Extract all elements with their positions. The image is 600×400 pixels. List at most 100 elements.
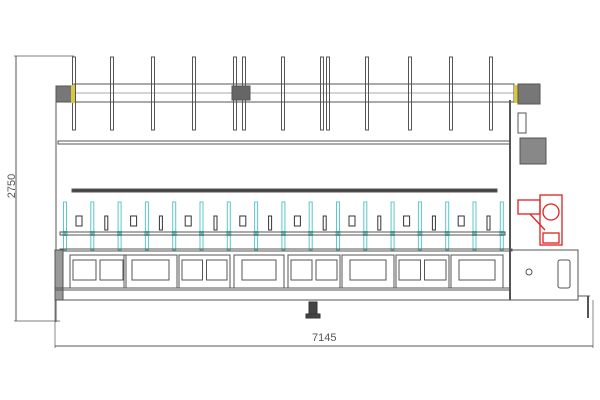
cabinet-door xyxy=(557,259,571,289)
panel-window xyxy=(72,259,97,281)
width-dimension-label: 7145 xyxy=(312,332,337,344)
guide-clamp xyxy=(117,231,123,236)
winding-head xyxy=(377,215,382,231)
panel-window xyxy=(241,259,277,281)
winding-head xyxy=(348,215,356,227)
center-support-foot xyxy=(305,301,321,319)
table-rail xyxy=(59,248,513,252)
right-control-box xyxy=(517,112,527,134)
panel-window xyxy=(131,259,170,281)
left-coupling xyxy=(71,85,75,103)
guide-clamp xyxy=(417,231,423,236)
creel-post xyxy=(449,56,453,131)
main-motor xyxy=(519,137,547,165)
guide-clamp xyxy=(444,231,450,236)
thread-guide xyxy=(281,201,286,251)
guide-clamp xyxy=(499,231,505,236)
width-dimension-line xyxy=(54,300,594,348)
panel-window xyxy=(181,259,203,281)
winding-head xyxy=(213,215,218,231)
guide-clamp xyxy=(308,231,314,236)
thread-guide xyxy=(254,201,259,251)
thread-guide xyxy=(90,201,95,251)
thread-guide xyxy=(308,201,313,251)
winding-heads xyxy=(75,215,491,231)
thread-guide xyxy=(336,201,340,251)
thread-guide xyxy=(390,201,395,251)
panel-window xyxy=(349,259,387,281)
guide-clamp xyxy=(199,231,204,236)
thread-guide xyxy=(144,201,149,251)
thread-guide xyxy=(199,201,204,251)
creel-post xyxy=(365,56,369,131)
creel-post xyxy=(110,56,114,131)
guide-clamp xyxy=(253,231,259,236)
guide-clamp xyxy=(335,231,341,236)
right-control-cabinet xyxy=(509,249,579,301)
thread-guide xyxy=(472,201,477,251)
guide-clamp xyxy=(226,231,232,236)
guide-clamp xyxy=(280,231,286,236)
thread-guide xyxy=(63,201,67,251)
winding-head xyxy=(75,215,83,227)
creel-post xyxy=(281,56,285,131)
creel-post xyxy=(320,56,324,131)
upper-rail xyxy=(57,140,511,145)
thread-guide xyxy=(445,201,450,251)
thread-guide xyxy=(363,201,368,251)
thread-guide xyxy=(499,201,504,251)
winding-head xyxy=(293,215,301,227)
panel-window xyxy=(458,259,496,281)
creel-post xyxy=(408,56,412,131)
panel-window xyxy=(424,259,447,281)
left-drive-unit xyxy=(55,85,73,103)
winding-head xyxy=(184,215,192,227)
base-panels xyxy=(69,254,504,289)
winding-head xyxy=(403,215,411,227)
winding-head xyxy=(130,215,138,227)
winding-head xyxy=(268,215,273,231)
winding-head xyxy=(431,215,436,231)
center-drive-unit xyxy=(231,85,251,101)
creel-post xyxy=(192,56,196,131)
panel-window xyxy=(315,259,338,281)
lower-rail xyxy=(59,231,506,236)
winding-head xyxy=(158,215,163,231)
creel-post xyxy=(326,56,330,131)
panel-window xyxy=(99,259,124,281)
guide-clamp xyxy=(472,231,477,236)
thread-guide xyxy=(417,201,422,251)
guide-clamp xyxy=(89,231,95,236)
base-line xyxy=(54,287,511,291)
winding-head xyxy=(322,215,327,231)
gearbox-assembly xyxy=(517,194,563,246)
yarn-guide-rail xyxy=(71,188,498,193)
guide-clamp xyxy=(144,231,150,236)
guide-clamp xyxy=(362,231,368,236)
top-creel-posts xyxy=(72,56,493,131)
winding-head xyxy=(457,215,465,227)
right-coupling xyxy=(514,85,518,103)
height-dimension-line xyxy=(14,55,74,322)
guide-clamp xyxy=(62,231,68,236)
thread-guide xyxy=(117,201,122,251)
top-creel-beam xyxy=(73,83,515,103)
creel-post xyxy=(151,56,155,131)
cabinet-indicator xyxy=(525,268,533,276)
panel-window xyxy=(398,259,421,281)
panel-window xyxy=(290,259,313,281)
guide-clamp xyxy=(171,231,177,236)
thread-guides xyxy=(62,201,505,251)
left-end-cabinet xyxy=(54,249,64,301)
winding-head xyxy=(486,215,491,231)
thread-guide xyxy=(226,201,231,251)
right-drive-motor xyxy=(517,83,541,105)
guide-clamp xyxy=(390,231,396,236)
winding-head xyxy=(104,215,109,231)
height-dimension-label: 2750 xyxy=(6,173,18,199)
panel-window xyxy=(206,259,228,281)
creel-post xyxy=(489,56,493,131)
winding-head xyxy=(239,215,247,227)
